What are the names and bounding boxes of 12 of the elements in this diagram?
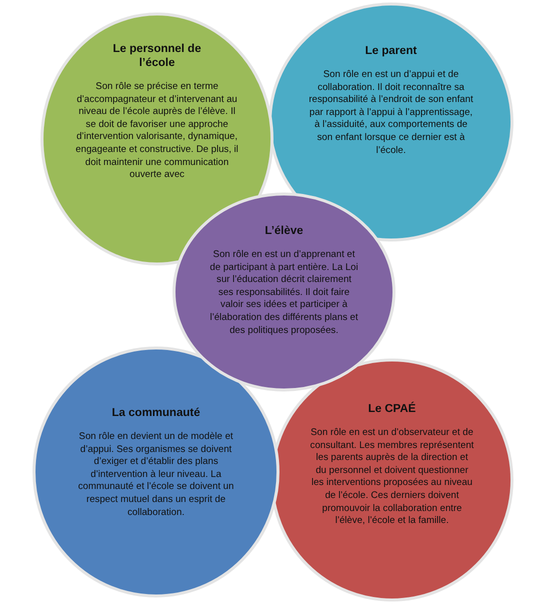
role-circle <box>172 192 396 392</box>
circle-text: Son rôle en est un d’appui et de collaboration. Il doit reconnaître sa responsabilité à l’endroit de son enfant par rapport à l’appui à l’apprentissage, à l’assiduité, aux comportements de son enfant lorsque ce dernier est à l’école. <box>308 69 474 158</box>
circle-title: Le CPAÉ <box>367 402 417 416</box>
circle-text: Son rôle en est un d’observateur et de consultant. Les membres représentent les parents auprès de la direction et du personnel et doivent questionner les interventions proposées au niveau de l’école. Ces derniers doivent promouvoir la collaboration entre l’élève, l’école et la famille. <box>310 427 474 528</box>
circle-title: Le personnel de l’école <box>112 42 202 70</box>
circle-title: La communauté <box>110 406 202 420</box>
circle-text: Son rôle en est un d’apprenant et de participant à part entière. La Loi sur l’éducation décrit clairement ses responsabilités. Il doit faire valoir ses idées et participer à l’élaboration des différents plans et des politiques proposées. <box>209 249 359 338</box>
circle-text: Son rôle se précise en terme d’accompagnateur et d’intervenant au niveau de l’école auprès de l’élève. Il se doit de favoriser une approche d’intervention valorisante, dynamique, engageante et constructive. De plus, il doit maintenir une communication ouverte avec <box>74 81 240 182</box>
role-circle <box>32 346 280 598</box>
circle-title: L’élève <box>264 224 304 238</box>
circle-text: Son rôle en devient un de modèle et d’appui. Ses organismes se doivent d’exiger et d’établir des plans d’intervention à leur niveau. La communauté et l’école se doivent un respect mutuel dans un esprit de collaboration. <box>77 431 235 520</box>
circle-title: Le parent <box>364 44 418 58</box>
